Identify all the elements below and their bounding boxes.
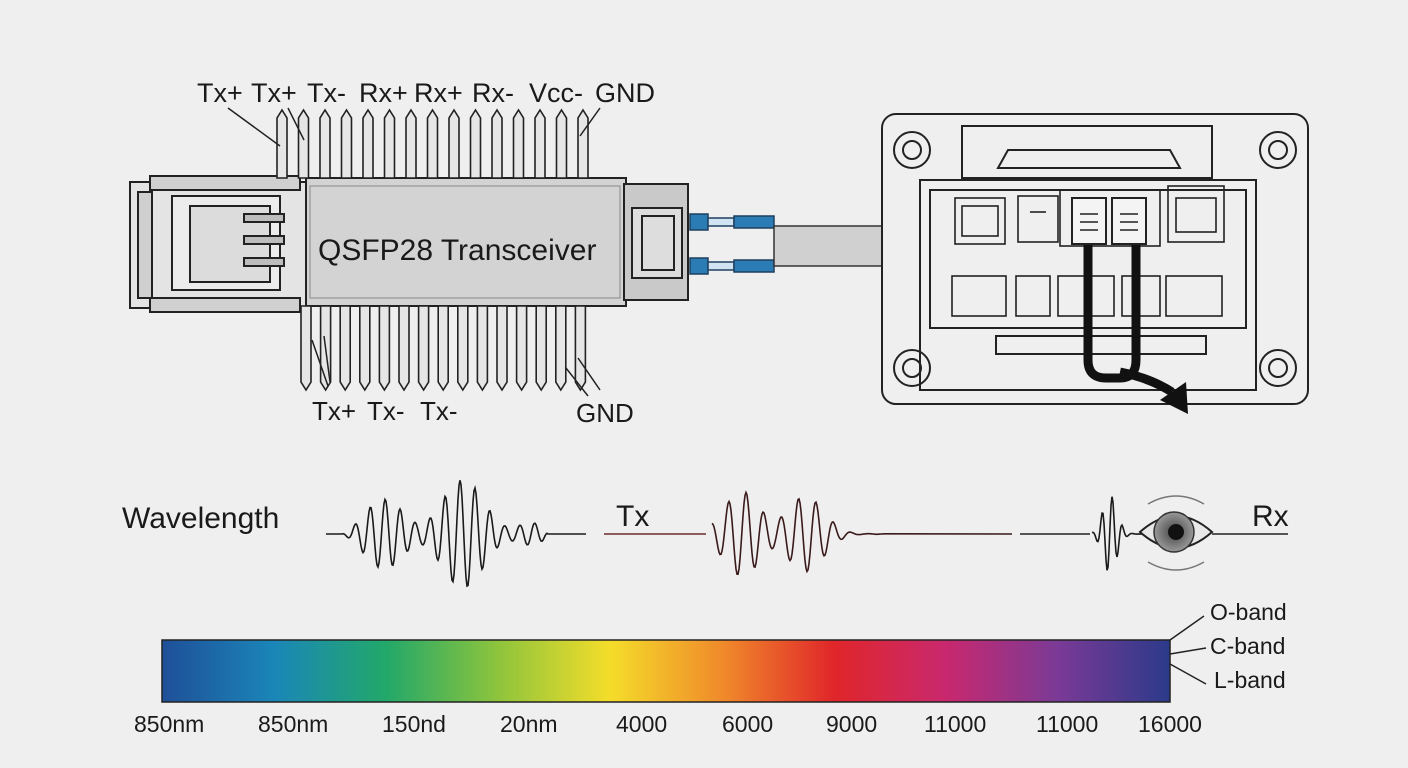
module-label: QSFP28 Transceiver [318, 234, 596, 267]
connector-pin [574, 305, 587, 392]
bottom-pin-label: Tx- [367, 396, 405, 426]
top-pin-label: GND [595, 78, 655, 108]
band-label: L-band [1214, 667, 1286, 693]
bottom-pin-label: GND [576, 398, 634, 428]
patch-cable [1071, 197, 1188, 414]
connector-pin [417, 305, 430, 392]
top-pin-label: Vcc- [529, 78, 583, 108]
connector-pin [534, 108, 546, 179]
rx-label: Rx [1252, 500, 1289, 533]
connector-pin [319, 108, 331, 179]
patch-panel-icon [881, 113, 1309, 405]
eye-icon [1138, 495, 1288, 571]
spectrum-tick: 4000 [616, 711, 667, 737]
connector-pin [378, 305, 391, 392]
bottom-pin-label: Tx- [420, 396, 458, 426]
connector-pin [535, 305, 547, 392]
connector-pin [426, 108, 439, 179]
connector-pin [300, 305, 312, 392]
connector-pin [297, 108, 310, 179]
mount-screws [893, 131, 1297, 387]
rx-waveform [1091, 496, 1145, 571]
connector-pin [437, 305, 449, 392]
spectrum-tick: 150nd [382, 711, 446, 737]
connector-pin [359, 305, 371, 392]
bottom-leader-lines [311, 335, 601, 397]
connector-pin [469, 108, 482, 179]
connector-pin [512, 108, 525, 179]
spectrum-tick: 850nm [134, 711, 204, 737]
connector-pin [383, 108, 396, 179]
spectrum-tick: 6000 [722, 711, 773, 737]
tx-waveform-2 [711, 490, 1013, 576]
top-pin-label: Tx- [307, 78, 346, 108]
spectrum-tick: 850nm [258, 711, 328, 737]
tx-label: Tx [616, 500, 649, 533]
connector-pin [515, 305, 528, 392]
connector-pin [457, 305, 469, 392]
connector-pin [340, 108, 353, 179]
connector-pin [339, 305, 351, 392]
top-pin-labels: Tx+ Tx+ Tx- Rx+ Rx+ Rx- Vcc- GND [197, 78, 655, 108]
spectrum-tick: 16000 [1138, 711, 1202, 737]
spectrum-tick: 11000 [924, 711, 986, 737]
connector-pin [448, 108, 460, 179]
bottom-pin-row [300, 305, 587, 392]
spectrum-tick: 11000 [1036, 711, 1098, 737]
top-pin-row [276, 108, 589, 179]
top-ports [954, 185, 1225, 247]
connector-pin [555, 108, 568, 179]
connector-pin [555, 305, 567, 392]
bottom-pin-label: Tx+ [312, 396, 356, 426]
top-leader-lines [227, 107, 601, 147]
top-pin-label: Rx+ [414, 78, 463, 108]
band-leader-lines [1169, 615, 1207, 685]
top-pin-label: Tx+ [197, 78, 243, 108]
top-pin-label: Rx- [472, 78, 514, 108]
bottom-pin-labels: Tx+ Tx- Tx- GND [312, 396, 634, 428]
fiber-connectors [689, 213, 775, 275]
module-latch [129, 175, 311, 313]
connector-pin [398, 305, 410, 392]
qsfp28-module [129, 175, 689, 313]
top-pin-label: Tx+ [251, 78, 297, 108]
connector-pin [362, 108, 374, 179]
top-pin-label: Rx+ [359, 78, 408, 108]
connector-pin [405, 108, 417, 179]
band-label: O-band [1210, 599, 1287, 625]
wavelength-label: Wavelength [122, 502, 279, 535]
connector-pin [476, 305, 489, 392]
spectrum-ticks: 850nm 850nm 150nd 20nm 4000 6000 9000 11… [134, 711, 1202, 737]
connector-pin [577, 108, 589, 179]
wavelength-spectrum-bar [161, 639, 1171, 703]
spectrum-tick: 9000 [826, 711, 877, 737]
connector-pin [276, 108, 288, 179]
band-labels: O-band C-band L-band [1210, 599, 1287, 693]
band-label: C-band [1210, 633, 1285, 659]
connector-pin [496, 305, 508, 392]
tx-waveform-1 [326, 480, 586, 588]
connector-pin [491, 108, 503, 179]
spectrum-tick: 20nm [500, 711, 558, 737]
